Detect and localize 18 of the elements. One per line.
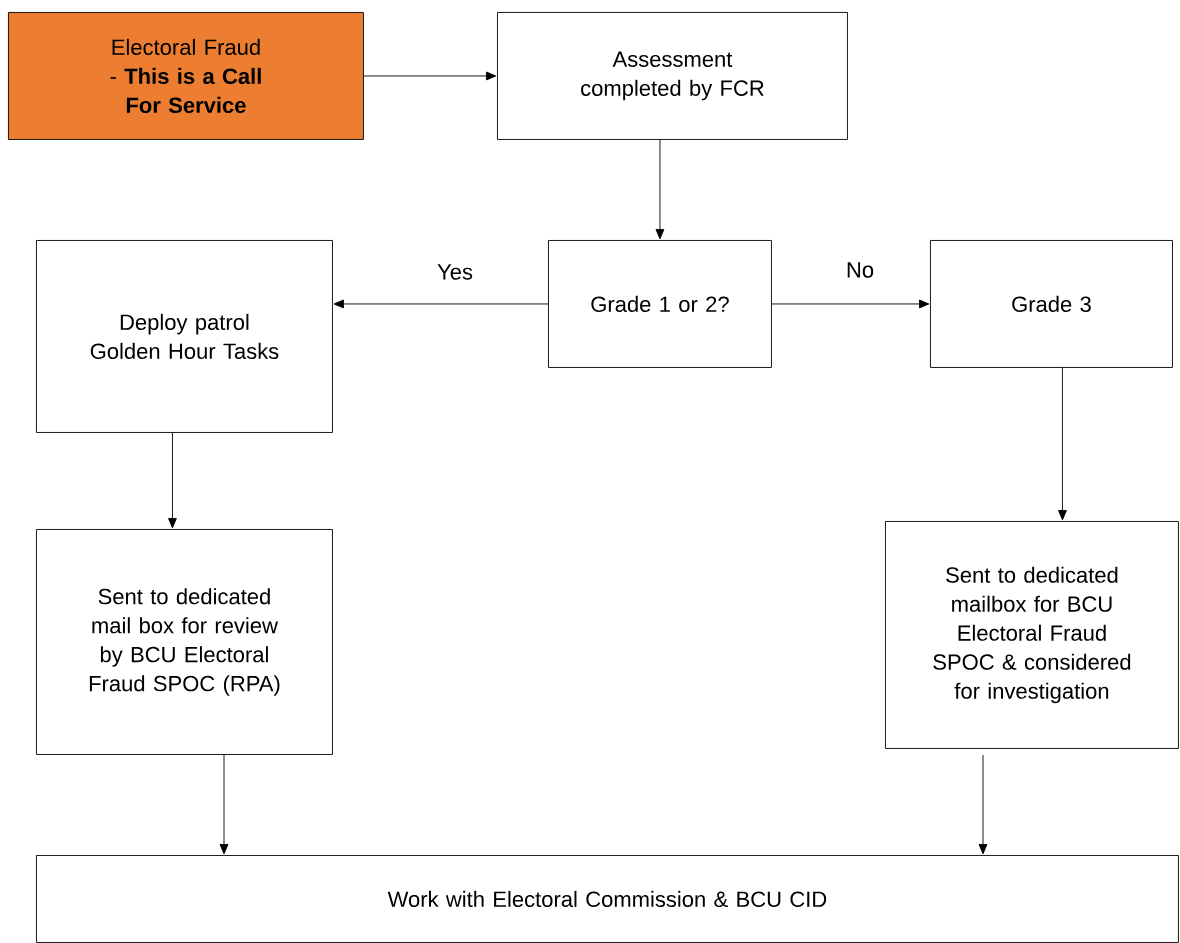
process-box: Grade 3: [930, 240, 1173, 368]
edge-label: No: [843, 260, 877, 280]
process-box: Work with Electoral Commission & BCU CID: [36, 855, 1179, 943]
arrow: [333, 299, 549, 309]
process-box: Grade 1 or 2?: [548, 240, 772, 368]
arrow: [771, 299, 930, 309]
process-box: Deploy patrol Golden Hour Tasks: [36, 240, 333, 433]
edge-label: Yes: [435, 262, 475, 282]
process-box: Sent to dedicated mailbox for BCU Electoral Fraud SPOC & considered for investigation: [885, 521, 1179, 749]
arrow: [1058, 367, 1067, 521]
arrow: [219, 754, 229, 855]
start-box: Electoral Fraud - This is a Call For Service: [8, 12, 364, 140]
process-box: Sent to dedicated mail box for review by BCU Electoral Fraud SPOC (RPA): [36, 529, 333, 755]
process-box: Assessment completed by FCR: [497, 12, 848, 140]
arrow: [655, 139, 665, 240]
arrow: [978, 754, 988, 855]
arrow: [363, 71, 497, 81]
arrow: [168, 432, 177, 529]
